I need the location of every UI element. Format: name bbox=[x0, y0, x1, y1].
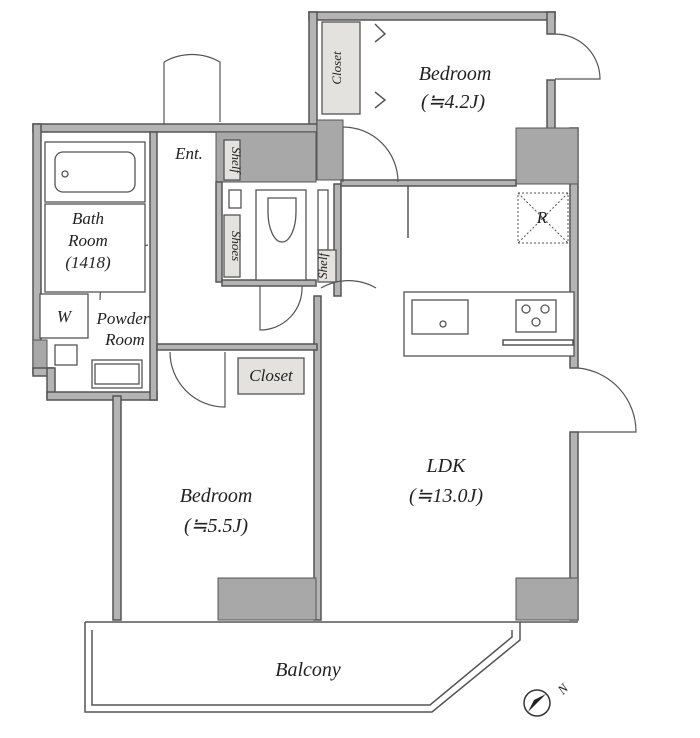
bathtub-icon bbox=[54, 151, 136, 193]
stove-icon bbox=[515, 299, 557, 333]
ldk-size: (≒13.0J) bbox=[409, 485, 483, 507]
bedroom-south-size: (≒5.5J) bbox=[184, 515, 248, 537]
ldk-label: LDK bbox=[426, 455, 468, 477]
bath-size: (1418) bbox=[65, 253, 111, 272]
bedroom-north-size: (≒4.2J) bbox=[421, 91, 485, 113]
kitchen-sink-icon bbox=[411, 299, 469, 335]
balcony bbox=[84, 621, 578, 713]
balcony-label: Balcony bbox=[275, 659, 341, 681]
fixtures bbox=[39, 21, 575, 395]
washer-pan bbox=[39, 293, 89, 339]
shelf-label: Shelf bbox=[229, 147, 244, 175]
compass-icon: N bbox=[523, 680, 572, 717]
powder-room-label: Powder bbox=[96, 309, 150, 328]
sink-icon bbox=[94, 363, 140, 385]
walls bbox=[32, 11, 579, 621]
bath-label: Bath bbox=[72, 209, 104, 228]
refrigerator-label: R bbox=[536, 208, 548, 227]
toilet-icon bbox=[267, 197, 297, 243]
shelf-label: Shelf bbox=[315, 251, 330, 279]
shoes-label: Shoes bbox=[229, 231, 244, 261]
closet-north-label: Closet bbox=[329, 51, 344, 85]
refrigerator-icon bbox=[517, 192, 569, 244]
powder-room-label: Room bbox=[104, 330, 145, 349]
entrance-label: Ent. bbox=[174, 144, 203, 163]
bedroom-south-label: Bedroom bbox=[180, 485, 253, 507]
bedroom-north-label: Bedroom bbox=[419, 63, 492, 85]
bath-label: Room bbox=[67, 231, 108, 250]
closet-south-label: Closet bbox=[249, 366, 294, 385]
washer-label: W bbox=[57, 307, 73, 326]
compass-north-label: N bbox=[554, 680, 572, 698]
